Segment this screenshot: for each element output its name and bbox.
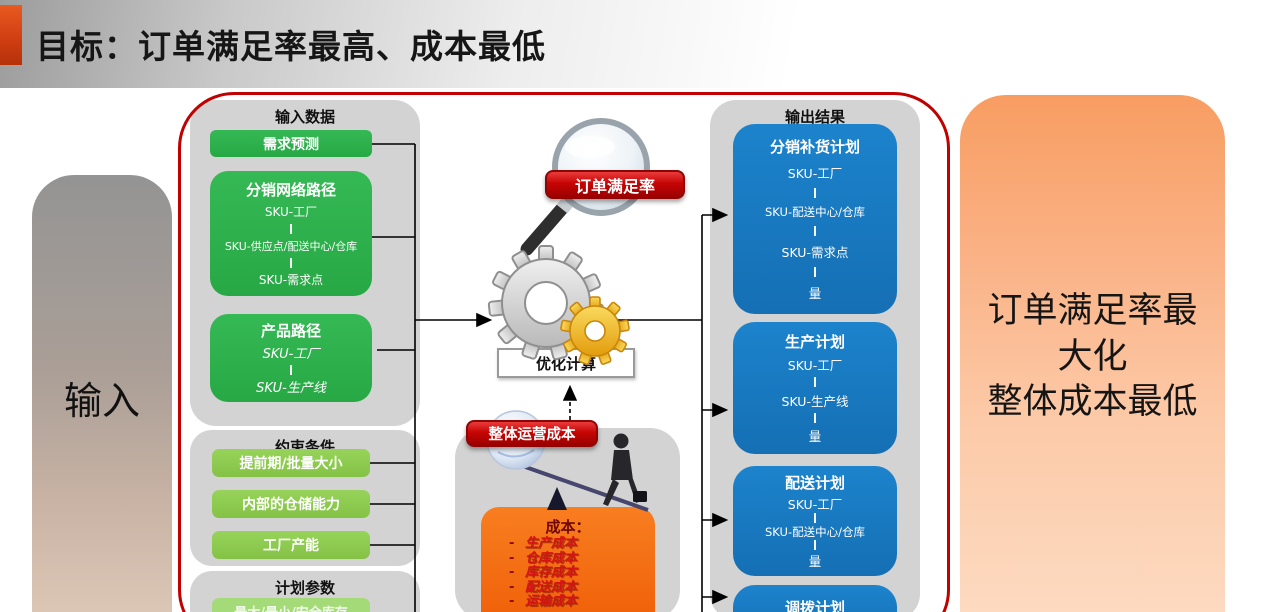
plan-item: 量 <box>808 286 822 301</box>
distribution-network-title: 分销网络路径 <box>245 180 336 199</box>
demand-forecast-box: 需求预测 <box>210 130 372 157</box>
cost-item-row: - 运输成本 <box>509 594 655 610</box>
goal-side-label: 订单满足率最 大化 整体成本最低 <box>987 291 1198 423</box>
accent-bar <box>0 5 22 65</box>
plan-item: SKU-需求点 <box>781 245 849 260</box>
bullet: - <box>509 550 515 566</box>
product-path-item: SKU-生产线 <box>256 380 326 396</box>
cost-item: 生产成本 <box>525 536 578 551</box>
transfer-plan-box: 调拨计划 <box>733 585 897 612</box>
transfer-plan-title: 调拨计划 <box>784 599 845 612</box>
input-side-label: 输入 <box>63 379 140 423</box>
product-path-item: SKU-工厂 <box>262 347 320 363</box>
plan-item: 量 <box>808 553 822 569</box>
order-fulfillment-badge: 订单满足率 <box>545 170 685 199</box>
connector-tick <box>814 267 816 277</box>
bullet: - <box>509 565 515 580</box>
product-path-box: 产品路径 SKU-工厂 SKU-生产线 <box>210 314 372 402</box>
parameter-box-partial: 最大/最小/安全库存 <box>212 598 370 612</box>
header-band: 目标：订单满足率最高、成本最低 <box>0 0 1280 88</box>
network-item: SKU-供应点/配送中心/仓库 <box>224 239 358 253</box>
cost-item-row: - 生产成本 <box>509 536 655 552</box>
plan-item: 量 <box>808 428 822 444</box>
connector-tick <box>814 377 816 388</box>
connector-tick <box>814 513 816 524</box>
cost-item: 运输成本 <box>525 594 578 609</box>
network-item: SKU-需求点 <box>258 273 324 288</box>
plan-item: SKU-工厂 <box>787 166 843 181</box>
plan-item: SKU-配送中心/仓库 <box>765 205 865 219</box>
replenishment-plan-title: 分销补货计划 <box>769 138 860 156</box>
total-operating-cost-badge: 整体运营成本 <box>466 420 598 447</box>
goal-side-shape: 订单满足率最 大化 整体成本最低 <box>960 95 1225 612</box>
cost-item: 库存成本 <box>525 565 578 580</box>
cost-item-row: - 配送成本 <box>509 579 655 596</box>
cost-list-box: 成本： - 生产成本 - 仓库成本 - 库存成本 - 配送成本 - 运输成本 <box>481 507 655 612</box>
bullet: - <box>509 579 515 595</box>
plan-item: SKU-配送中心/仓库 <box>765 524 865 539</box>
cost-item: 配送成本 <box>525 579 578 595</box>
constraint-leadtime-box: 提前期/批量大小 <box>212 449 370 477</box>
production-plan-box: 生产计划 SKU-工厂 SKU-生产线 量 <box>733 322 897 454</box>
bullet: - <box>509 536 515 551</box>
plan-item: SKU-工厂 <box>787 496 843 512</box>
input-side-shape: 输入 <box>32 175 172 612</box>
bullet: - <box>509 594 515 609</box>
cost-item-row: - 仓库成本 <box>509 550 655 567</box>
page-title: 目标：订单满足率最高、成本最低 <box>36 27 546 66</box>
connector-tick <box>290 364 292 375</box>
constraint-capacity-box: 工厂产能 <box>212 531 370 559</box>
connector-tick <box>814 540 816 551</box>
delivery-plan-title: 配送计划 <box>784 474 845 493</box>
connector-tick <box>814 188 816 198</box>
plan-item: SKU-生产线 <box>781 393 849 409</box>
cost-item: 仓库成本 <box>525 550 578 566</box>
connector-tick <box>814 226 816 236</box>
connector-tick <box>814 412 816 423</box>
production-plan-title: 生产计划 <box>784 333 845 352</box>
cost-list-title: 成本： <box>545 518 591 536</box>
delivery-plan-box: 配送计划 SKU-工厂 SKU-配送中心/仓库 量 <box>733 466 897 576</box>
gears-icon <box>487 245 630 365</box>
input-data-header: 输入数据 <box>274 108 335 126</box>
network-item: SKU-工厂 <box>264 205 318 220</box>
connector-tick <box>290 257 292 268</box>
connector-tick <box>290 224 292 235</box>
parameters-header: 计划参数 <box>274 579 335 597</box>
plan-item: SKU-工厂 <box>787 358 843 374</box>
constraint-warehouse-box: 内部的仓储能力 <box>212 490 370 518</box>
replenishment-plan-box: 分销补货计划 SKU-工厂 SKU-配送中心/仓库 SKU-需求点 量 <box>733 124 897 314</box>
distribution-network-box: 分销网络路径 SKU-工厂 SKU-供应点/配送中心/仓库 SKU-需求点 <box>210 171 372 296</box>
product-path-title: 产品路径 <box>260 322 321 341</box>
optimization-compute-box: 优化计算 <box>497 348 635 378</box>
cost-item-row: - 库存成本 <box>509 565 655 581</box>
output-results-header: 输出结果 <box>784 108 845 126</box>
